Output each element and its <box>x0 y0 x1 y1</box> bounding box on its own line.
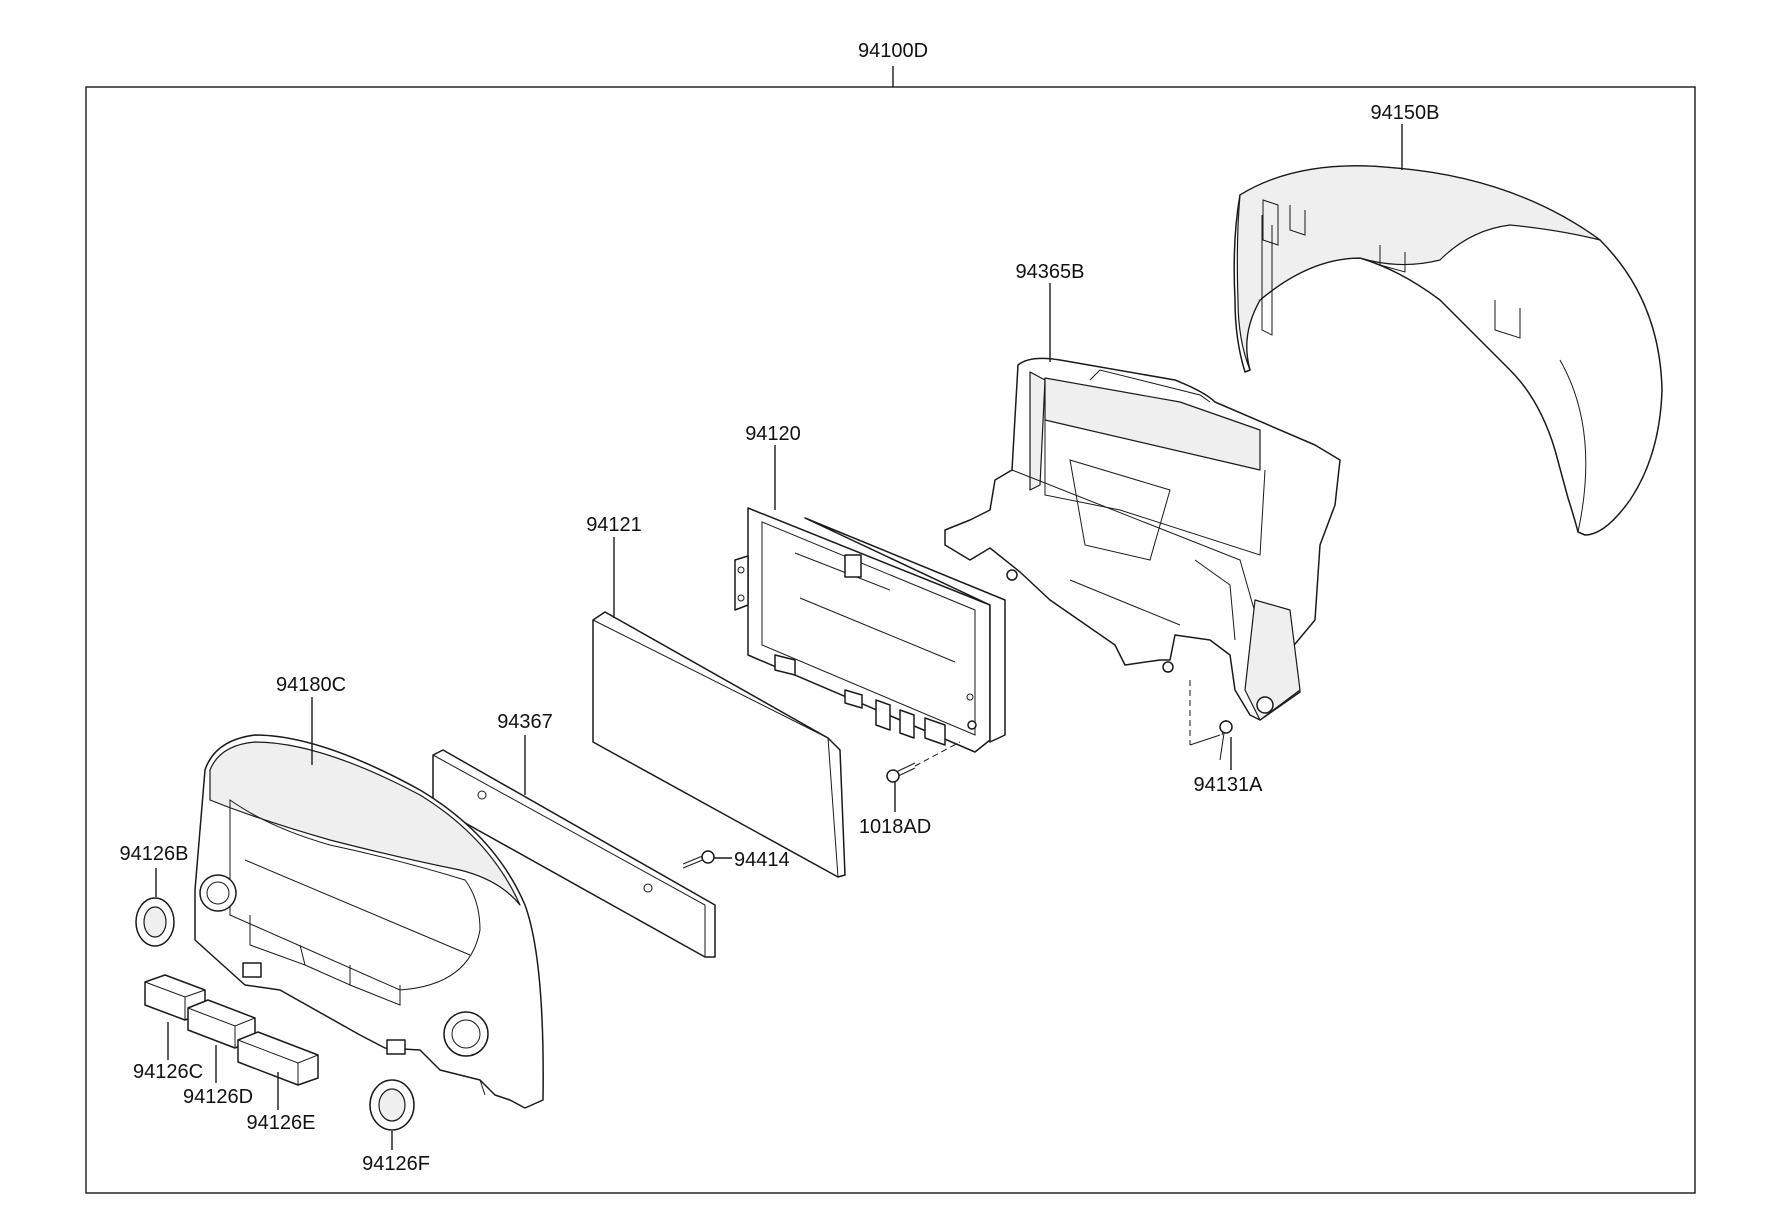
label-94131A: 94131A <box>1194 774 1264 796</box>
assembly-label: 94100D <box>858 40 928 62</box>
label-94126E: 94126E <box>247 1112 316 1134</box>
part-housing <box>944 357 1341 721</box>
label-94120: 94120 <box>745 423 801 445</box>
label-94126B: 94126B <box>120 843 189 865</box>
label-94150B: 94150B <box>1371 102 1440 124</box>
part-front-bezel <box>194 734 544 1109</box>
part-knob-ring-right <box>369 1079 415 1131</box>
part-screw-94131A <box>1189 680 1233 761</box>
label-94365B: 94365B <box>1016 261 1085 283</box>
label-94414: 94414 <box>734 849 790 871</box>
label-94367: 94367 <box>497 711 553 733</box>
label-94180C: 94180C <box>276 674 346 696</box>
label-94126C: 94126C <box>133 1061 203 1083</box>
part-screw-1018AD <box>886 741 961 783</box>
part-buttons <box>144 974 319 1086</box>
label-1018AD: 1018AD <box>859 816 931 838</box>
assembly-bracket <box>85 66 1696 1194</box>
part-screw-94414 <box>682 850 715 869</box>
part-lens <box>592 611 846 878</box>
part-knob-ring-left <box>135 897 175 947</box>
label-94126F: 94126F <box>362 1153 430 1175</box>
label-94121: 94121 <box>586 514 642 536</box>
part-frame <box>734 507 1006 753</box>
part-hood-cover <box>1233 165 1663 536</box>
label-94126D: 94126D <box>183 1086 253 1108</box>
